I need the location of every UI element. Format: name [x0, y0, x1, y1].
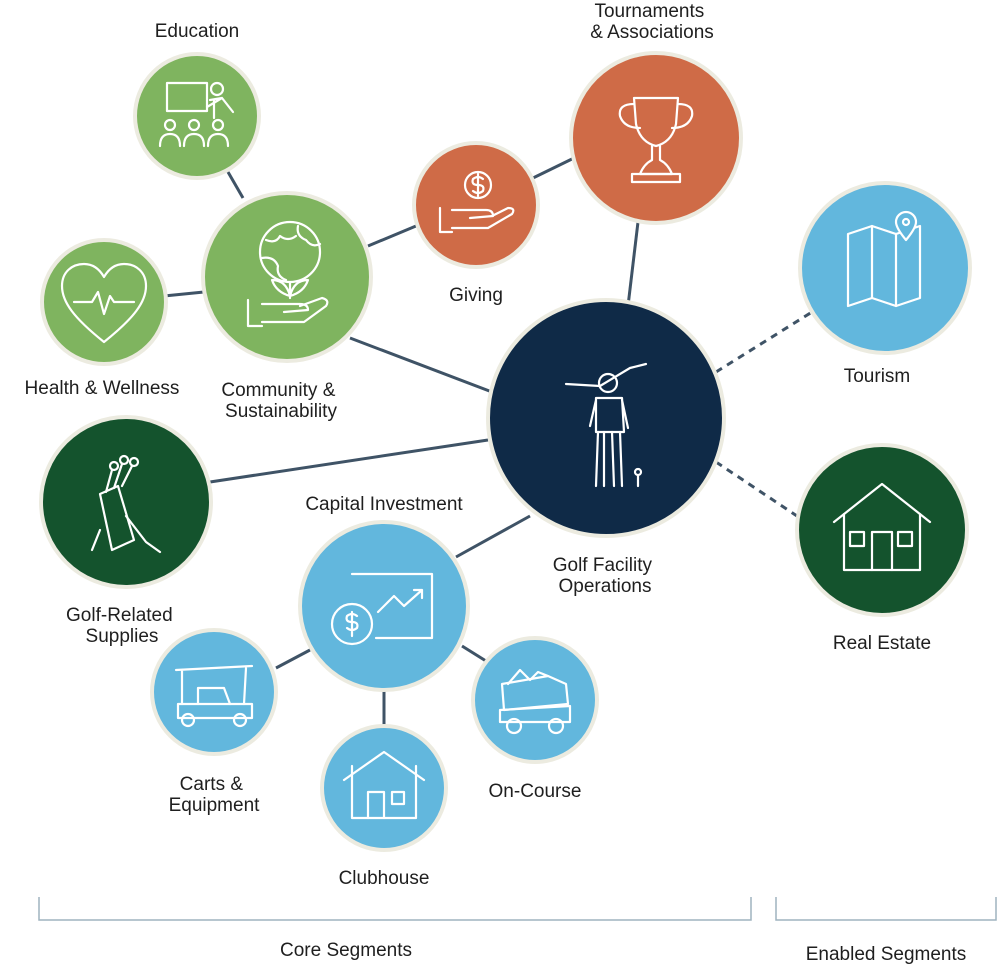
investment-chart-icon — [330, 572, 434, 646]
connector-supplies-center — [209, 438, 489, 484]
clubhouse-icon — [342, 750, 426, 820]
connector-tournaments-center — [626, 221, 640, 307]
label-capital: Capital Investment — [305, 494, 463, 515]
node-tournaments — [569, 51, 743, 225]
node-education — [133, 52, 261, 180]
node-supplies — [39, 415, 213, 589]
labels: Education Tournaments & Associations Giv… — [25, 1, 932, 889]
connector-community-center — [349, 336, 493, 394]
node-real-estate — [795, 443, 969, 617]
connectors — [163, 156, 813, 726]
label-tourism: Tourism — [844, 366, 911, 387]
node-carts — [150, 628, 278, 756]
label-supplies: Golf-Related Supplies — [66, 605, 178, 647]
segment-brackets — [38, 897, 997, 921]
connector-center-realestate-dashed — [715, 460, 801, 520]
label-community: Community & Sustainability — [221, 380, 340, 422]
globe-hand-icon — [246, 220, 329, 328]
node-community — [201, 191, 373, 363]
connector-capital-center — [455, 514, 531, 559]
house-icon — [832, 482, 932, 572]
golf-cart-icon — [174, 664, 254, 728]
dump-truck-icon — [498, 668, 572, 735]
trophy-icon — [618, 96, 694, 184]
enabled-segments-bracket — [775, 897, 997, 921]
connector-education-community — [226, 171, 245, 199]
connector-capital-carts — [275, 648, 311, 670]
connector-health-community — [163, 290, 205, 298]
connector-giving-tournaments — [532, 156, 575, 180]
connector-capital-oncourse — [461, 644, 487, 663]
map-icon — [846, 210, 922, 308]
label-real-estate: Real Estate — [833, 633, 931, 654]
label-giving: Giving — [449, 285, 503, 306]
golf-bag-icon — [90, 454, 162, 554]
label-clubhouse: Clubhouse — [339, 868, 430, 889]
label-center: Golf Facility Operations — [553, 555, 658, 597]
core-segments-label: Core Segments — [280, 940, 412, 961]
golfer-icon — [564, 362, 648, 488]
heart-pulse-icon — [60, 262, 148, 344]
connector-community-giving — [367, 224, 417, 248]
label-carts: Carts & Equipment — [169, 774, 261, 816]
presentation-icon — [158, 81, 235, 148]
core-segments-bracket — [38, 897, 752, 921]
node-giving — [412, 141, 540, 269]
connector-center-tourism-dashed — [715, 310, 813, 374]
label-on-course: On-Course — [489, 781, 582, 802]
label-health: Health & Wellness — [25, 378, 180, 399]
label-tournaments: Tournaments & Associations — [590, 1, 714, 43]
node-center — [486, 298, 726, 538]
node-tourism — [798, 181, 972, 355]
node-on-course — [471, 636, 599, 764]
label-education: Education — [155, 21, 240, 42]
node-clubhouse — [320, 724, 448, 852]
enabled-segments-label: Enabled Segments — [806, 944, 967, 965]
dollar-hand-icon — [438, 170, 515, 234]
node-capital — [298, 520, 470, 692]
node-health — [40, 238, 168, 366]
